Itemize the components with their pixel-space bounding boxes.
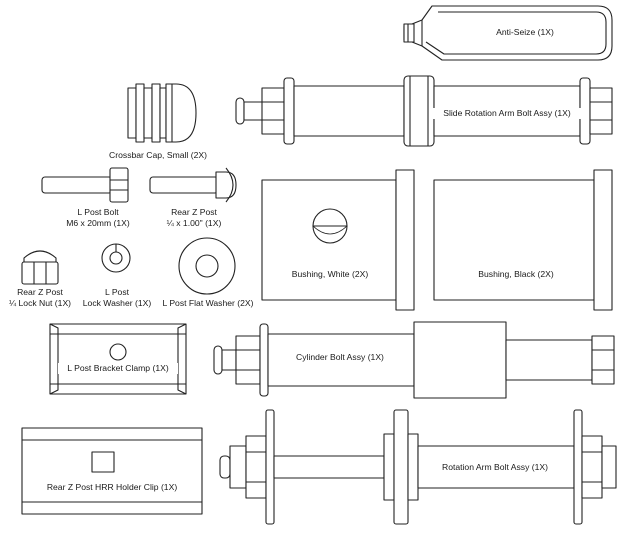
hrr-holder-clip	[21, 427, 203, 515]
hrr-holder-clip-label: Rear Z Post HRR Holder Clip (1X)	[30, 482, 194, 493]
lock-nut	[21, 250, 59, 285]
cylinder-bolt-assy	[213, 321, 615, 399]
lock-washer-label-line2: Lock Washer (1X)	[82, 298, 152, 308]
slide-rotation-arm-bolt-label: Slide Rotation Arm Bolt Assy (1X)	[432, 108, 582, 119]
anti-seize-label: Anti-Seize (1X)	[496, 27, 554, 37]
crossbar-cap-label: Crossbar Cap, Small (2X)	[109, 150, 207, 160]
l-post-bolt-label-line1: L Post Bolt	[77, 207, 119, 217]
bushing-black	[433, 169, 613, 311]
rear-z-post-label-line1: Rear Z Post	[171, 207, 217, 217]
lock-washer	[101, 243, 131, 273]
rotation-arm-bolt-label: Rotation Arm Bolt Assy (1X)	[432, 462, 558, 473]
crossbar-cap	[127, 83, 197, 143]
rear-z-post-bolt	[149, 167, 237, 203]
l-post-bolt-label-line2: M6 x 20mm (1X)	[66, 218, 130, 228]
lock-nut-label-line2: ¼ Lock Nut (1X)	[8, 298, 72, 308]
lock-washer-label-line1: L Post	[104, 287, 130, 297]
anti-seize-tube	[403, 5, 613, 61]
bushing-black-label: Bushing, Black (2X)	[464, 269, 568, 280]
bushing-white-label: Bushing, White (2X)	[274, 269, 386, 280]
bracket-clamp-label: L Post Bracket Clamp (1X)	[58, 363, 178, 374]
cylinder-bolt-label: Cylinder Bolt Assy (1X)	[284, 352, 396, 363]
flat-washer-label: L Post Flat Washer (2X)	[162, 298, 254, 308]
rear-z-post-label-line2: ¼ x 1.00" (1X)	[166, 218, 222, 228]
lock-nut-label-line1: Rear Z Post	[17, 287, 63, 297]
bushing-white	[261, 169, 415, 311]
flat-washer	[178, 237, 236, 295]
l-post-bracket-clamp	[49, 323, 187, 395]
l-post-bolt	[41, 167, 129, 203]
